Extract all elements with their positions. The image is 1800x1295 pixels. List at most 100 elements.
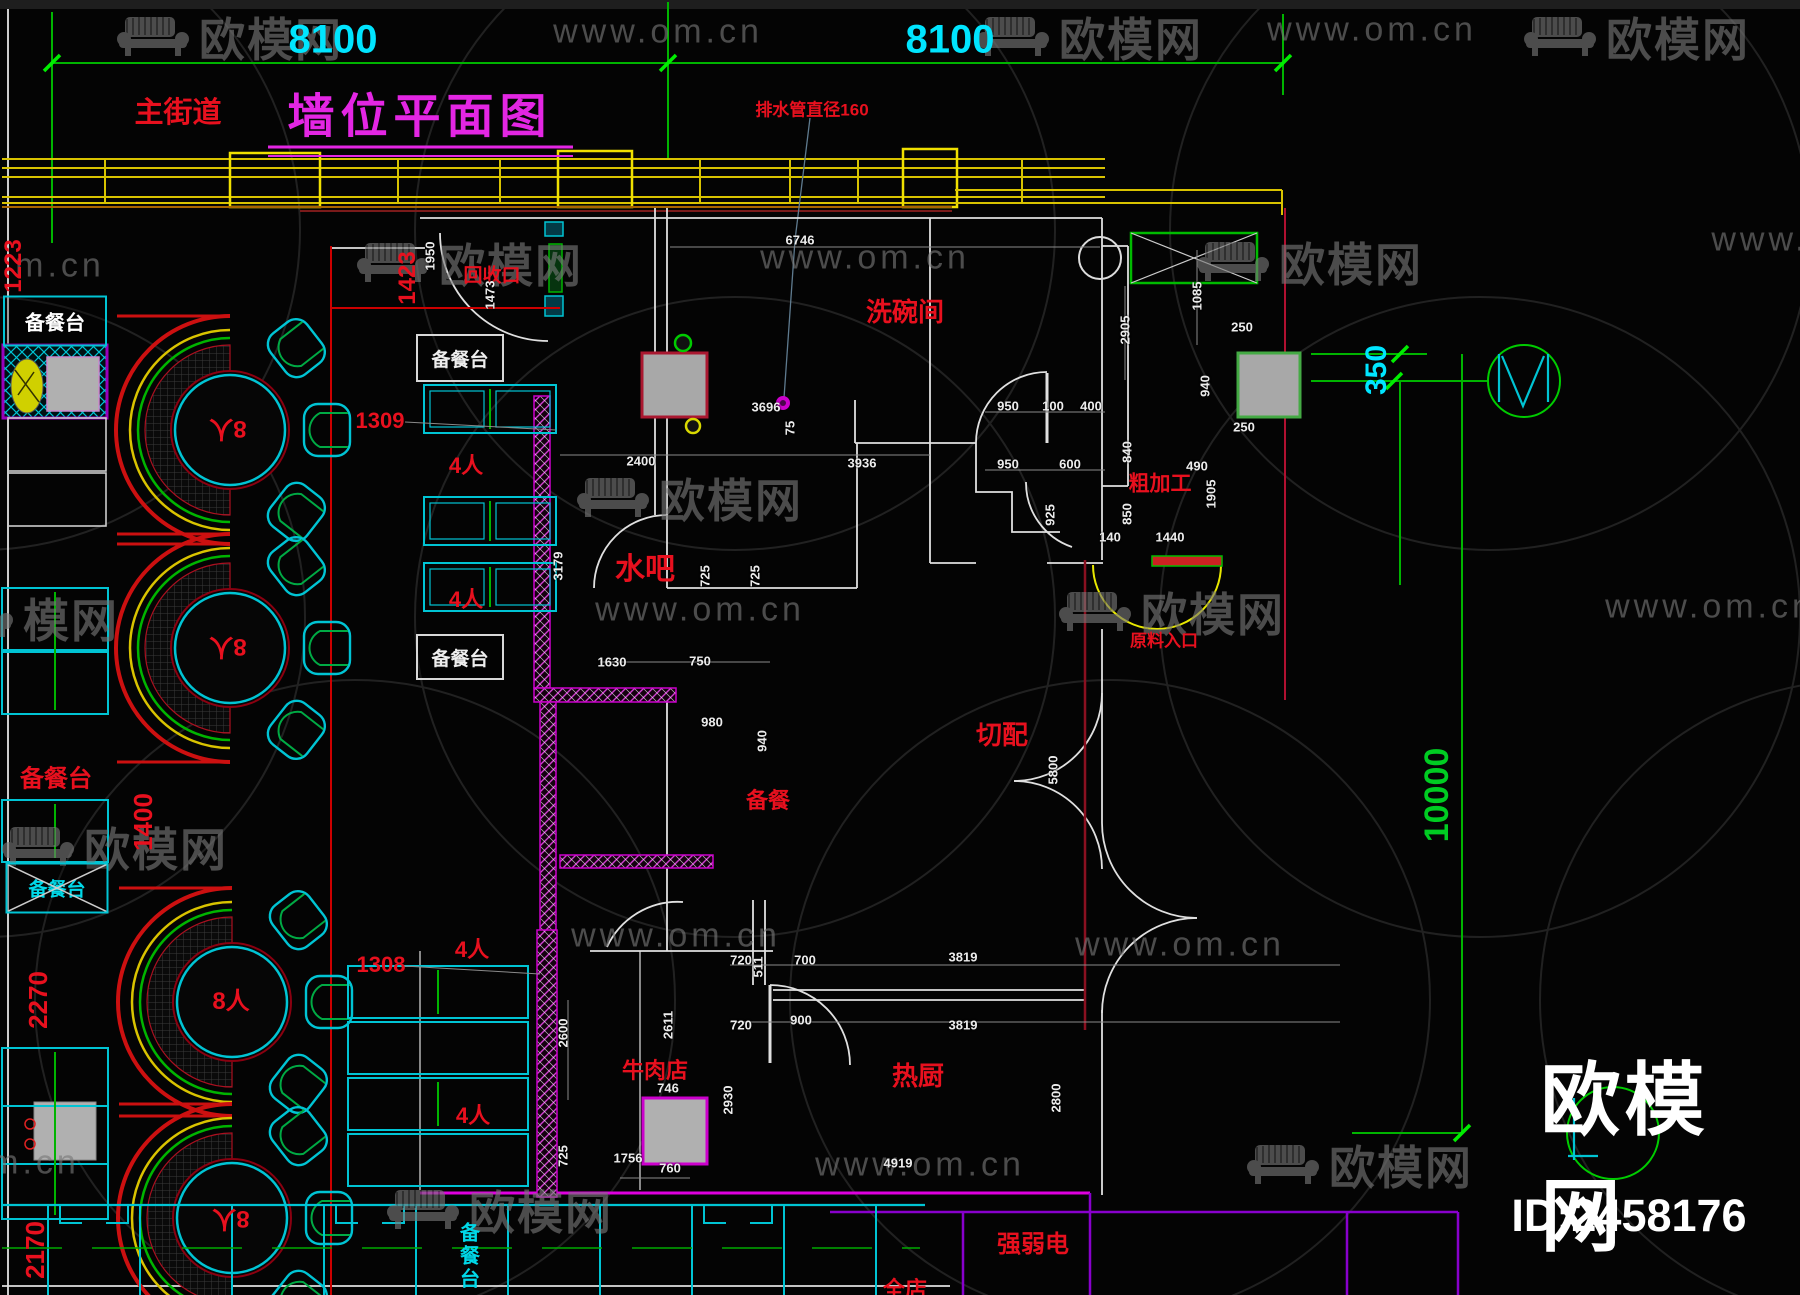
- dimension-label: 900: [790, 1012, 812, 1028]
- watermark-text: 欧模网: [1059, 14, 1203, 66]
- watermark: 欧模网: [1059, 579, 1285, 645]
- watermark: www.om.cn: [1267, 11, 1477, 50]
- watermark: 欧模网: [1197, 229, 1423, 295]
- watermark-text: 欧模网: [1141, 589, 1285, 641]
- drain-pipe-note: 排水管直径160: [755, 100, 869, 120]
- dimension-label: 3936: [847, 455, 877, 471]
- dining-zone-lines: [330, 246, 560, 1295]
- watermark-text: www.om.cn: [1605, 587, 1800, 626]
- watermark-text: 欧模网: [439, 240, 583, 292]
- sofa-icon: [2, 827, 74, 866]
- dim-8100-left: 8100: [288, 17, 378, 62]
- dimension-label: 6746: [785, 232, 815, 248]
- dimension-label: 600: [1059, 456, 1081, 472]
- watermark: 欧模网: [387, 1177, 613, 1243]
- watermark: www.om.cn: [815, 1146, 1025, 1185]
- dimension-ticks: [42, 53, 1472, 1143]
- dimension-label: 720: [730, 1017, 752, 1033]
- room-label: 强弱电: [997, 1231, 1069, 1258]
- watermark: 欧模网: [577, 465, 803, 531]
- dimension-label: 400: [1080, 398, 1102, 414]
- table-capacity-label: 4人: [455, 1103, 491, 1128]
- dimension-label: 746: [657, 1080, 679, 1096]
- watermark-text: 欧模网: [659, 475, 803, 527]
- room-label: 洗碗间: [865, 297, 945, 327]
- dimension-label: 1440: [1155, 529, 1185, 545]
- dimension-label: 250: [1233, 419, 1255, 435]
- street-wall: [2, 147, 1283, 215]
- serving-counter: 备餐台: [3, 295, 107, 347]
- watermark-text: 欧模网: [1606, 14, 1750, 66]
- dimension-label: 100: [1042, 398, 1064, 414]
- dimension-label: 760: [659, 1160, 681, 1176]
- watermark: www.om.cn: [553, 13, 763, 52]
- watermark: 欧模网: [2, 814, 228, 880]
- floor-drain-circle: [1078, 236, 1122, 280]
- counter-label: 备餐台: [431, 648, 489, 670]
- prep-cabinet: [1, 343, 109, 420]
- watermark: www.om.cn: [595, 591, 805, 630]
- dim-lines: [403, 246, 1340, 1179]
- sofa-icon: [117, 17, 189, 56]
- dimension-label: 250: [1231, 319, 1253, 335]
- dim-8100-right: 8100: [905, 17, 995, 62]
- four-seat-benches: [347, 384, 558, 1198]
- watermark: 欧模网: [977, 4, 1203, 70]
- bottom-bench-row: [2, 1203, 925, 1295]
- watermark-text: m.cn: [15, 246, 105, 285]
- table-capacity-label: 8人: [212, 988, 250, 1015]
- watermark: www.om.cn: [571, 917, 781, 956]
- watermark-text: www.om.cn: [571, 916, 781, 955]
- watermark-text: 欧模网: [199, 14, 343, 66]
- dimension-label: 950: [997, 398, 1019, 414]
- watermark-text: 欧模网: [1279, 239, 1423, 291]
- watermark: m.cn: [15, 247, 105, 286]
- watermark: www.: [1711, 221, 1800, 260]
- watermark-text: m.cn: [0, 1143, 80, 1182]
- table-capacity-label: 4人: [448, 453, 484, 478]
- counter-label: 备餐台: [431, 349, 489, 371]
- room-label: 回收口: [463, 265, 521, 287]
- watermark-text: www.om.cn: [1075, 925, 1285, 964]
- dimension-label: 1308: [356, 952, 406, 977]
- page-title: 墙位平面图: [287, 89, 553, 143]
- counter-label: 备餐台: [25, 312, 85, 335]
- sofa-icon: [357, 243, 429, 282]
- dimension-label: 1309: [355, 408, 405, 433]
- table-capacity-label: 4人: [454, 937, 490, 962]
- dimension-label: 720: [730, 952, 752, 968]
- dimension-label: 1630: [597, 654, 627, 670]
- model-id: ID:2458176: [1511, 1190, 1747, 1241]
- dimension-label: 490: [1186, 458, 1208, 474]
- street-label: 主街道: [134, 97, 222, 129]
- dimension-label: 3819: [948, 949, 978, 965]
- dimension-label: 950: [997, 456, 1019, 472]
- counter-label: 备餐台: [20, 765, 92, 793]
- watermark-text: www.om.cn: [815, 1145, 1025, 1184]
- room-label: 全店: [882, 1277, 928, 1295]
- serving-counter: 备餐台: [5, 862, 109, 914]
- watermark-text: www.: [1711, 220, 1800, 259]
- watermark-text: www.om.cn: [595, 590, 805, 629]
- dimension-label: 980: [701, 714, 723, 730]
- sofa-icon: [1247, 1145, 1319, 1184]
- watermark: 欧模网: [117, 4, 343, 70]
- watermark-text: 欧模网: [1329, 1142, 1473, 1194]
- serving-counter: 备餐台: [454, 1214, 483, 1295]
- room-label: 原料入口: [1130, 631, 1198, 651]
- room-label: 切配: [975, 720, 1029, 750]
- door-lintel: [1151, 555, 1223, 567]
- watermark: 模网: [0, 585, 119, 651]
- watermark: 欧模网: [357, 230, 583, 296]
- room-label: 牛肉店: [621, 1058, 689, 1083]
- dimension-label: 700: [794, 952, 816, 968]
- room-label: 水吧: [615, 553, 675, 586]
- equipment-blocks: [24, 333, 1302, 1166]
- door-hardware: [544, 221, 564, 317]
- site-logo-text: 欧模网: [1540, 1056, 1709, 1261]
- watermark-text: www.om.cn: [553, 12, 763, 51]
- sofa-icon: [387, 1190, 459, 1229]
